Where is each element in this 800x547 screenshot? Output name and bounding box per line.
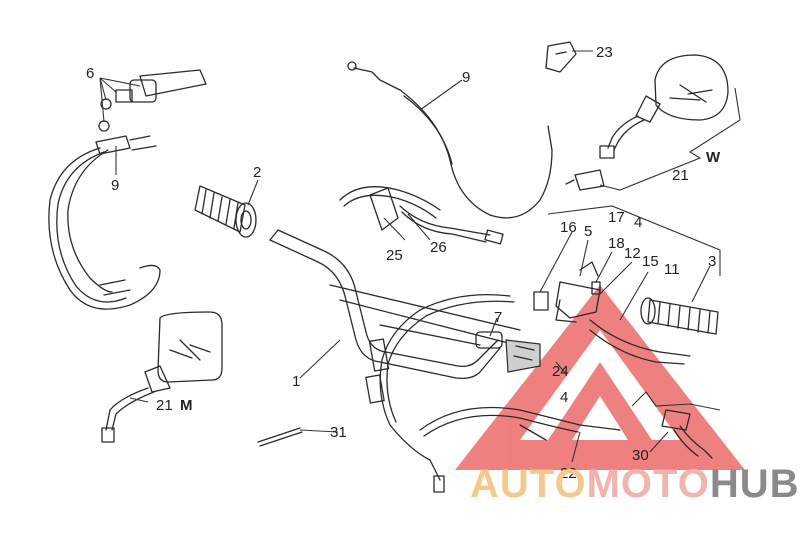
- callout-21-mirror-m: 21: [156, 397, 173, 414]
- brake-lever-assembly: [555, 261, 691, 365]
- callout-11: 11: [664, 261, 680, 278]
- callout-2: 2: [253, 164, 261, 181]
- callout-9-left: 9: [111, 177, 119, 194]
- leader-lines: [99, 50, 741, 463]
- brake-cables: [365, 293, 621, 493]
- left-mirror: [101, 311, 223, 443]
- callout-31: 31: [330, 424, 347, 441]
- svg-text:AUTOMOTOHUB: AUTOMOTOHUB: [470, 462, 800, 506]
- callout-5: 5: [584, 223, 592, 240]
- callout-4-bottom: 4: [560, 389, 568, 406]
- callout-1: 1: [292, 373, 300, 390]
- callout-4-top: 4: [634, 214, 642, 231]
- right-grip: [640, 297, 719, 335]
- callout-18: 18: [608, 235, 625, 252]
- callout-7: 7: [494, 309, 502, 326]
- switch-wiring: [339, 186, 504, 245]
- callout-16: 16: [560, 219, 577, 236]
- watermark-auto: AUTO: [470, 462, 587, 506]
- callout-22: 22: [560, 465, 577, 482]
- callout-24: 24: [552, 363, 569, 380]
- throttle-cables: [48, 135, 161, 310]
- clutch-cable: [347, 61, 553, 219]
- callout-21-mirror-w: 21: [672, 167, 689, 184]
- callout-30: 30: [632, 447, 649, 464]
- callout-15: 15: [642, 253, 659, 270]
- callout-26: 26: [430, 239, 447, 256]
- watermark-text: AUTOMOTOHUB: [470, 462, 800, 506]
- lever-30: [661, 409, 713, 459]
- handlebar: [269, 229, 521, 380]
- callout-3: 3: [708, 253, 716, 270]
- callout-17: 17: [608, 209, 625, 226]
- callout-23: 23: [596, 44, 613, 61]
- callout-6: 6: [86, 65, 94, 82]
- watermark-moto: MOTO: [587, 462, 710, 506]
- callout-12: 12: [624, 245, 641, 262]
- callout-9-top: 9: [462, 69, 470, 86]
- pin-31: [257, 427, 303, 447]
- clamp-23: [545, 41, 577, 73]
- callout-labels: 1 2 3 4 4 5 6 7 9 9 11 12 15 16 17 18 21…: [86, 44, 721, 482]
- switch-block: [475, 291, 549, 373]
- watermark-hub: HUB: [710, 462, 800, 506]
- left-grip: [194, 185, 257, 238]
- right-mirror: [565, 54, 729, 191]
- variant-label-m: M: [180, 397, 193, 414]
- callout-25: 25: [386, 247, 403, 264]
- throttle-assembly: [95, 69, 207, 155]
- variant-label-w: W: [706, 149, 721, 166]
- watermark-logo: [455, 285, 745, 470]
